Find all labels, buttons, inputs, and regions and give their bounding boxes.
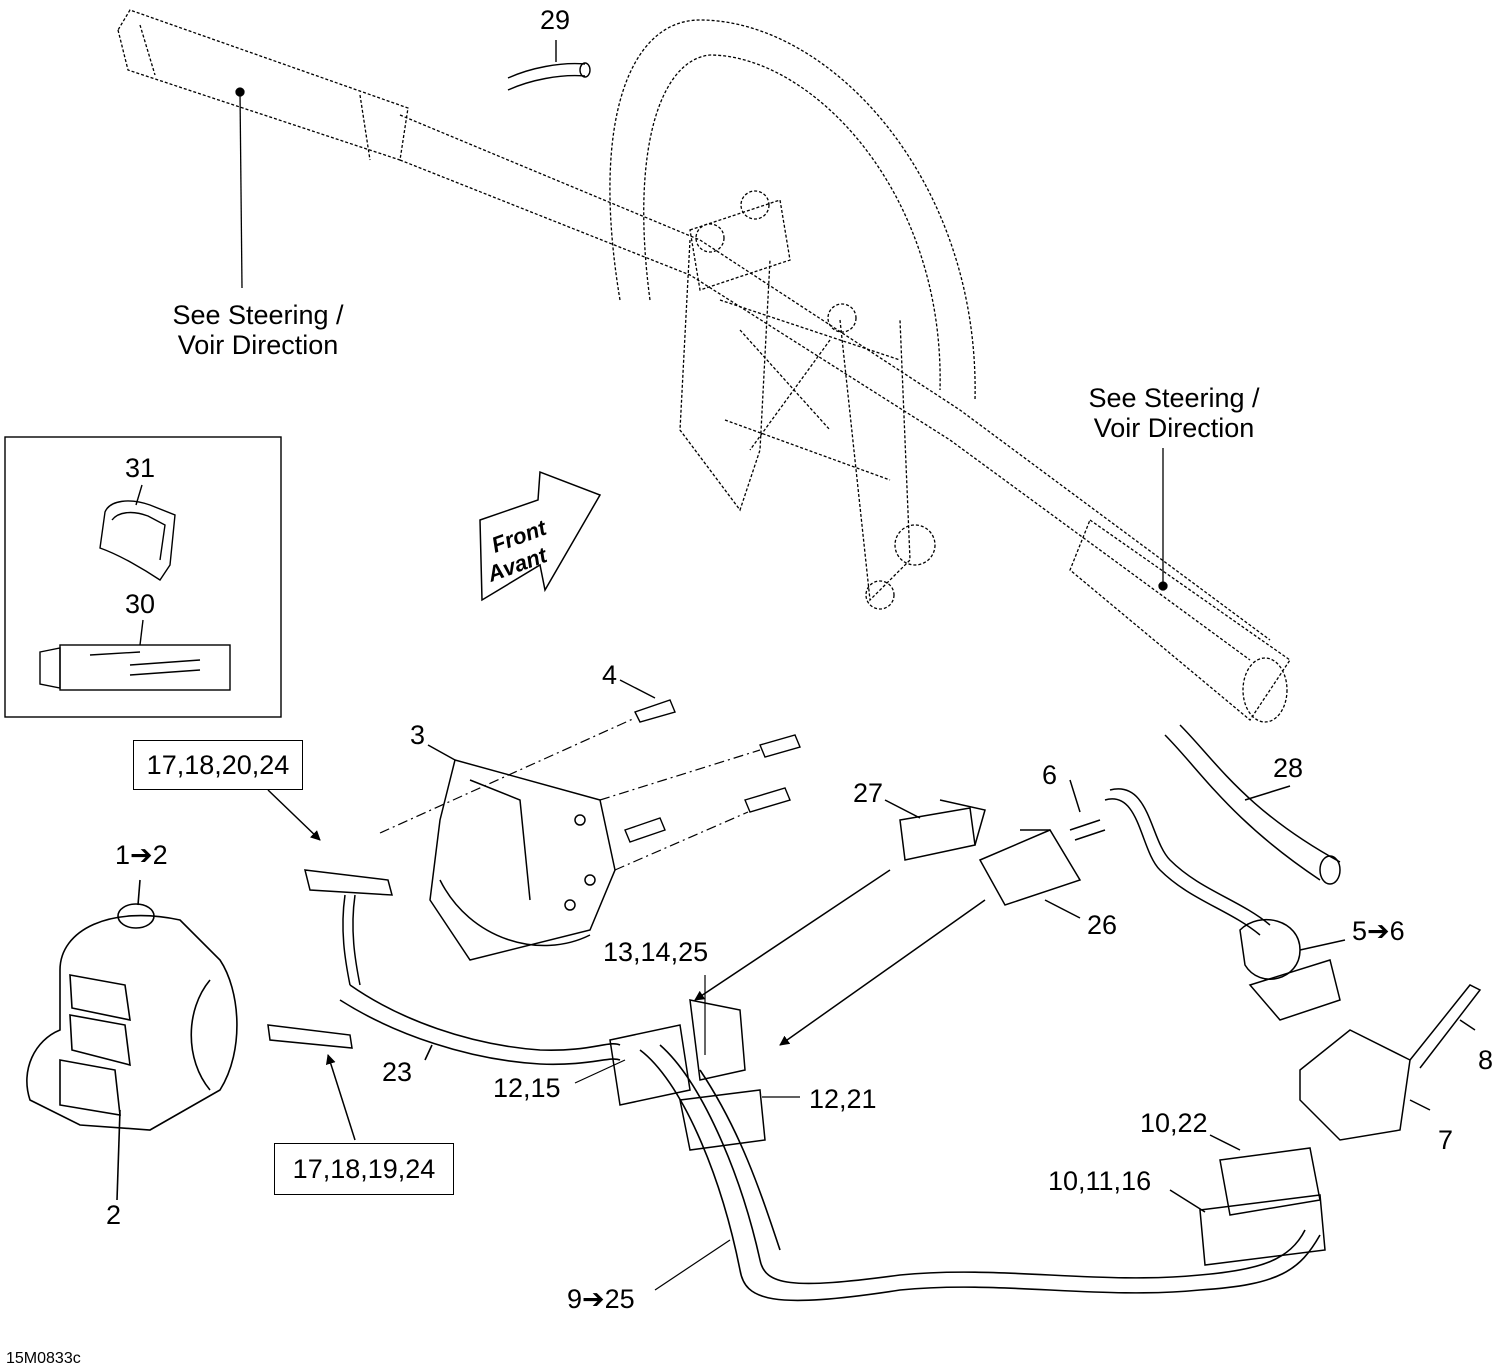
callout-2: 2	[106, 1200, 122, 1230]
steering-note-right-line2: Voir Direction	[1093, 413, 1255, 443]
callout-31: 31	[125, 453, 156, 483]
callout-28: 28	[1273, 753, 1304, 783]
alignment-lines	[379, 717, 761, 871]
junction-connectors	[609, 999, 766, 1151]
callout-17-18-19-24: 17,18,19,24	[274, 1143, 454, 1195]
callout-6: 6	[1042, 760, 1058, 790]
parts-7-8	[1299, 984, 1482, 1141]
parts-10-22	[1169, 1134, 1326, 1266]
inset-box	[4, 436, 282, 718]
connectors-17-24	[267, 789, 393, 1141]
drawing-code: 15M0833c	[6, 1350, 81, 1367]
callout-13-14-25: 13,14,25	[603, 937, 709, 967]
steering-note-left-line2: Voir Direction	[177, 330, 339, 360]
steering-note-leaders	[235, 87, 1168, 591]
steering-note-right-line1: See Steering /	[1088, 383, 1260, 413]
callout-10-11-16: 10,11,16	[1048, 1166, 1152, 1196]
callout-leaders	[574, 975, 800, 1291]
part-4-screws	[619, 679, 801, 843]
part-29-hose	[507, 40, 591, 91]
callout-23: 23	[382, 1057, 413, 1087]
parts-1-2-switch-housing	[26, 879, 238, 1201]
callout-29: 29	[540, 5, 571, 35]
front-direction-arrow: Front Avant	[479, 470, 602, 602]
callout-12-21: 12,21	[809, 1084, 877, 1114]
wiring-harness	[339, 984, 1321, 1302]
callout-12-15: 12,15	[493, 1073, 561, 1103]
callout-7: 7	[1438, 1125, 1454, 1155]
part-28-hose	[1164, 724, 1341, 885]
callout-4: 4	[602, 660, 618, 690]
callout-17-18-20-24: 17,18,20,24	[133, 740, 303, 790]
callout-10-22: 10,22	[1140, 1108, 1208, 1138]
handlebar-drawing	[117, 9, 1291, 723]
steering-note-left-line1: See Steering /	[172, 300, 344, 330]
callout-5-to-6: 5➔6	[1352, 916, 1405, 946]
steering-note-right: See Steering / Voir Direction	[1064, 383, 1284, 443]
callout-3: 3	[410, 720, 426, 750]
steering-note-left: See Steering / Voir Direction	[148, 300, 368, 360]
parts-26-27	[694, 799, 1082, 1046]
callout-9-to-25: 9➔25	[567, 1284, 635, 1314]
part-3-housing	[427, 744, 616, 961]
callout-1-to-2: 1➔2	[115, 840, 168, 870]
part-5-6-switch	[1069, 779, 1346, 1021]
callout-26: 26	[1087, 910, 1118, 940]
callout-27: 27	[853, 778, 884, 808]
callout-8: 8	[1478, 1045, 1494, 1075]
callout-30: 30	[125, 589, 156, 619]
